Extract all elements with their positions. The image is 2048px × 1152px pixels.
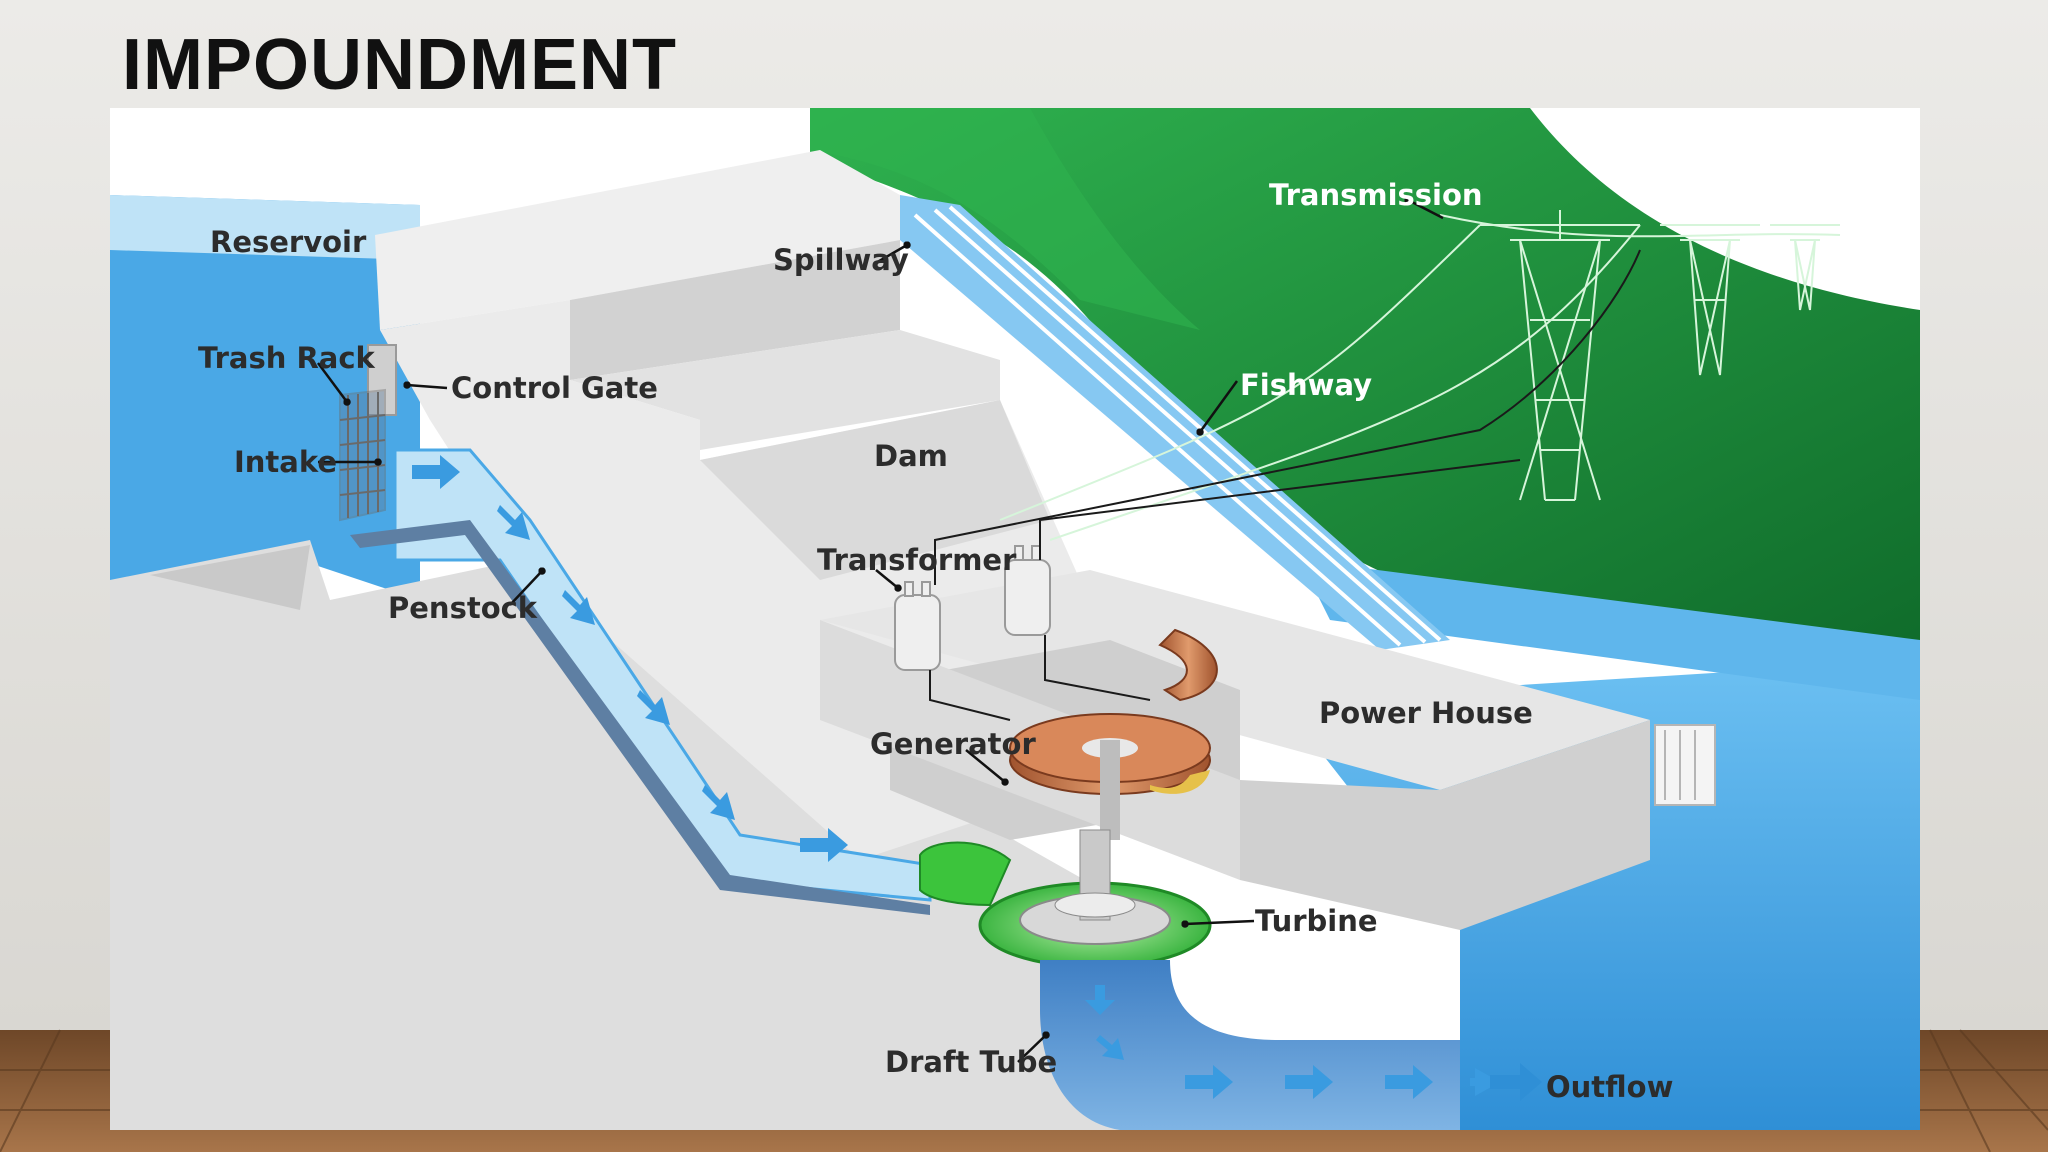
outflow-arrow <box>1490 1063 1542 1101</box>
spillway-lines <box>913 205 1442 647</box>
label-transmission: Transmission <box>1269 178 1483 212</box>
ground-left-shade <box>150 545 310 610</box>
trash-rack-grid <box>339 388 386 522</box>
transmission-towers <box>999 210 1841 541</box>
dam-crest-face <box>570 240 900 380</box>
transmission-lines <box>929 249 1641 721</box>
control-gate-structure <box>367 344 397 416</box>
label-fishway: Fishway <box>1240 368 1372 402</box>
generator-unit <box>1009 628 1218 840</box>
label-spillway: Spillway <box>773 243 909 277</box>
label-generator: Generator <box>870 727 1036 761</box>
label-turbine: Turbine <box>1255 904 1378 938</box>
label-penstock: Penstock <box>388 591 538 625</box>
reservoir-surface <box>110 195 420 260</box>
dam-step <box>570 330 1000 450</box>
leader-lines <box>316 196 1444 1063</box>
turbine-unit <box>919 829 1212 969</box>
label-control-gate: Control Gate <box>451 371 658 405</box>
diagram-art: Reservoir Trash Rack Control Gate Intake… <box>110 108 1920 1130</box>
flow-arrows <box>412 455 1500 1099</box>
label-outflow: Outflow <box>1546 1070 1673 1104</box>
powerhouse-front <box>1240 720 1650 930</box>
slide-title: IMPOUNDMENT <box>122 25 677 105</box>
reservoir-water <box>110 195 420 600</box>
draft-tube <box>1040 960 1460 1130</box>
transformer-units <box>894 545 1051 671</box>
label-reservoir: Reservoir <box>210 225 367 259</box>
outflow-gates <box>1654 724 1716 806</box>
ground-left <box>110 540 1120 1130</box>
label-dam: Dam <box>874 439 948 473</box>
label-draft-tube: Draft Tube <box>885 1045 1057 1079</box>
label-trash-rack: Trash Rack <box>198 341 376 375</box>
river-strip <box>1300 560 1920 700</box>
dam-top <box>375 150 900 330</box>
label-intake: Intake <box>234 445 337 479</box>
label-transformer: Transformer <box>817 543 1017 577</box>
hill-light-band <box>810 108 1200 330</box>
label-power-house: Power House <box>1319 696 1533 730</box>
